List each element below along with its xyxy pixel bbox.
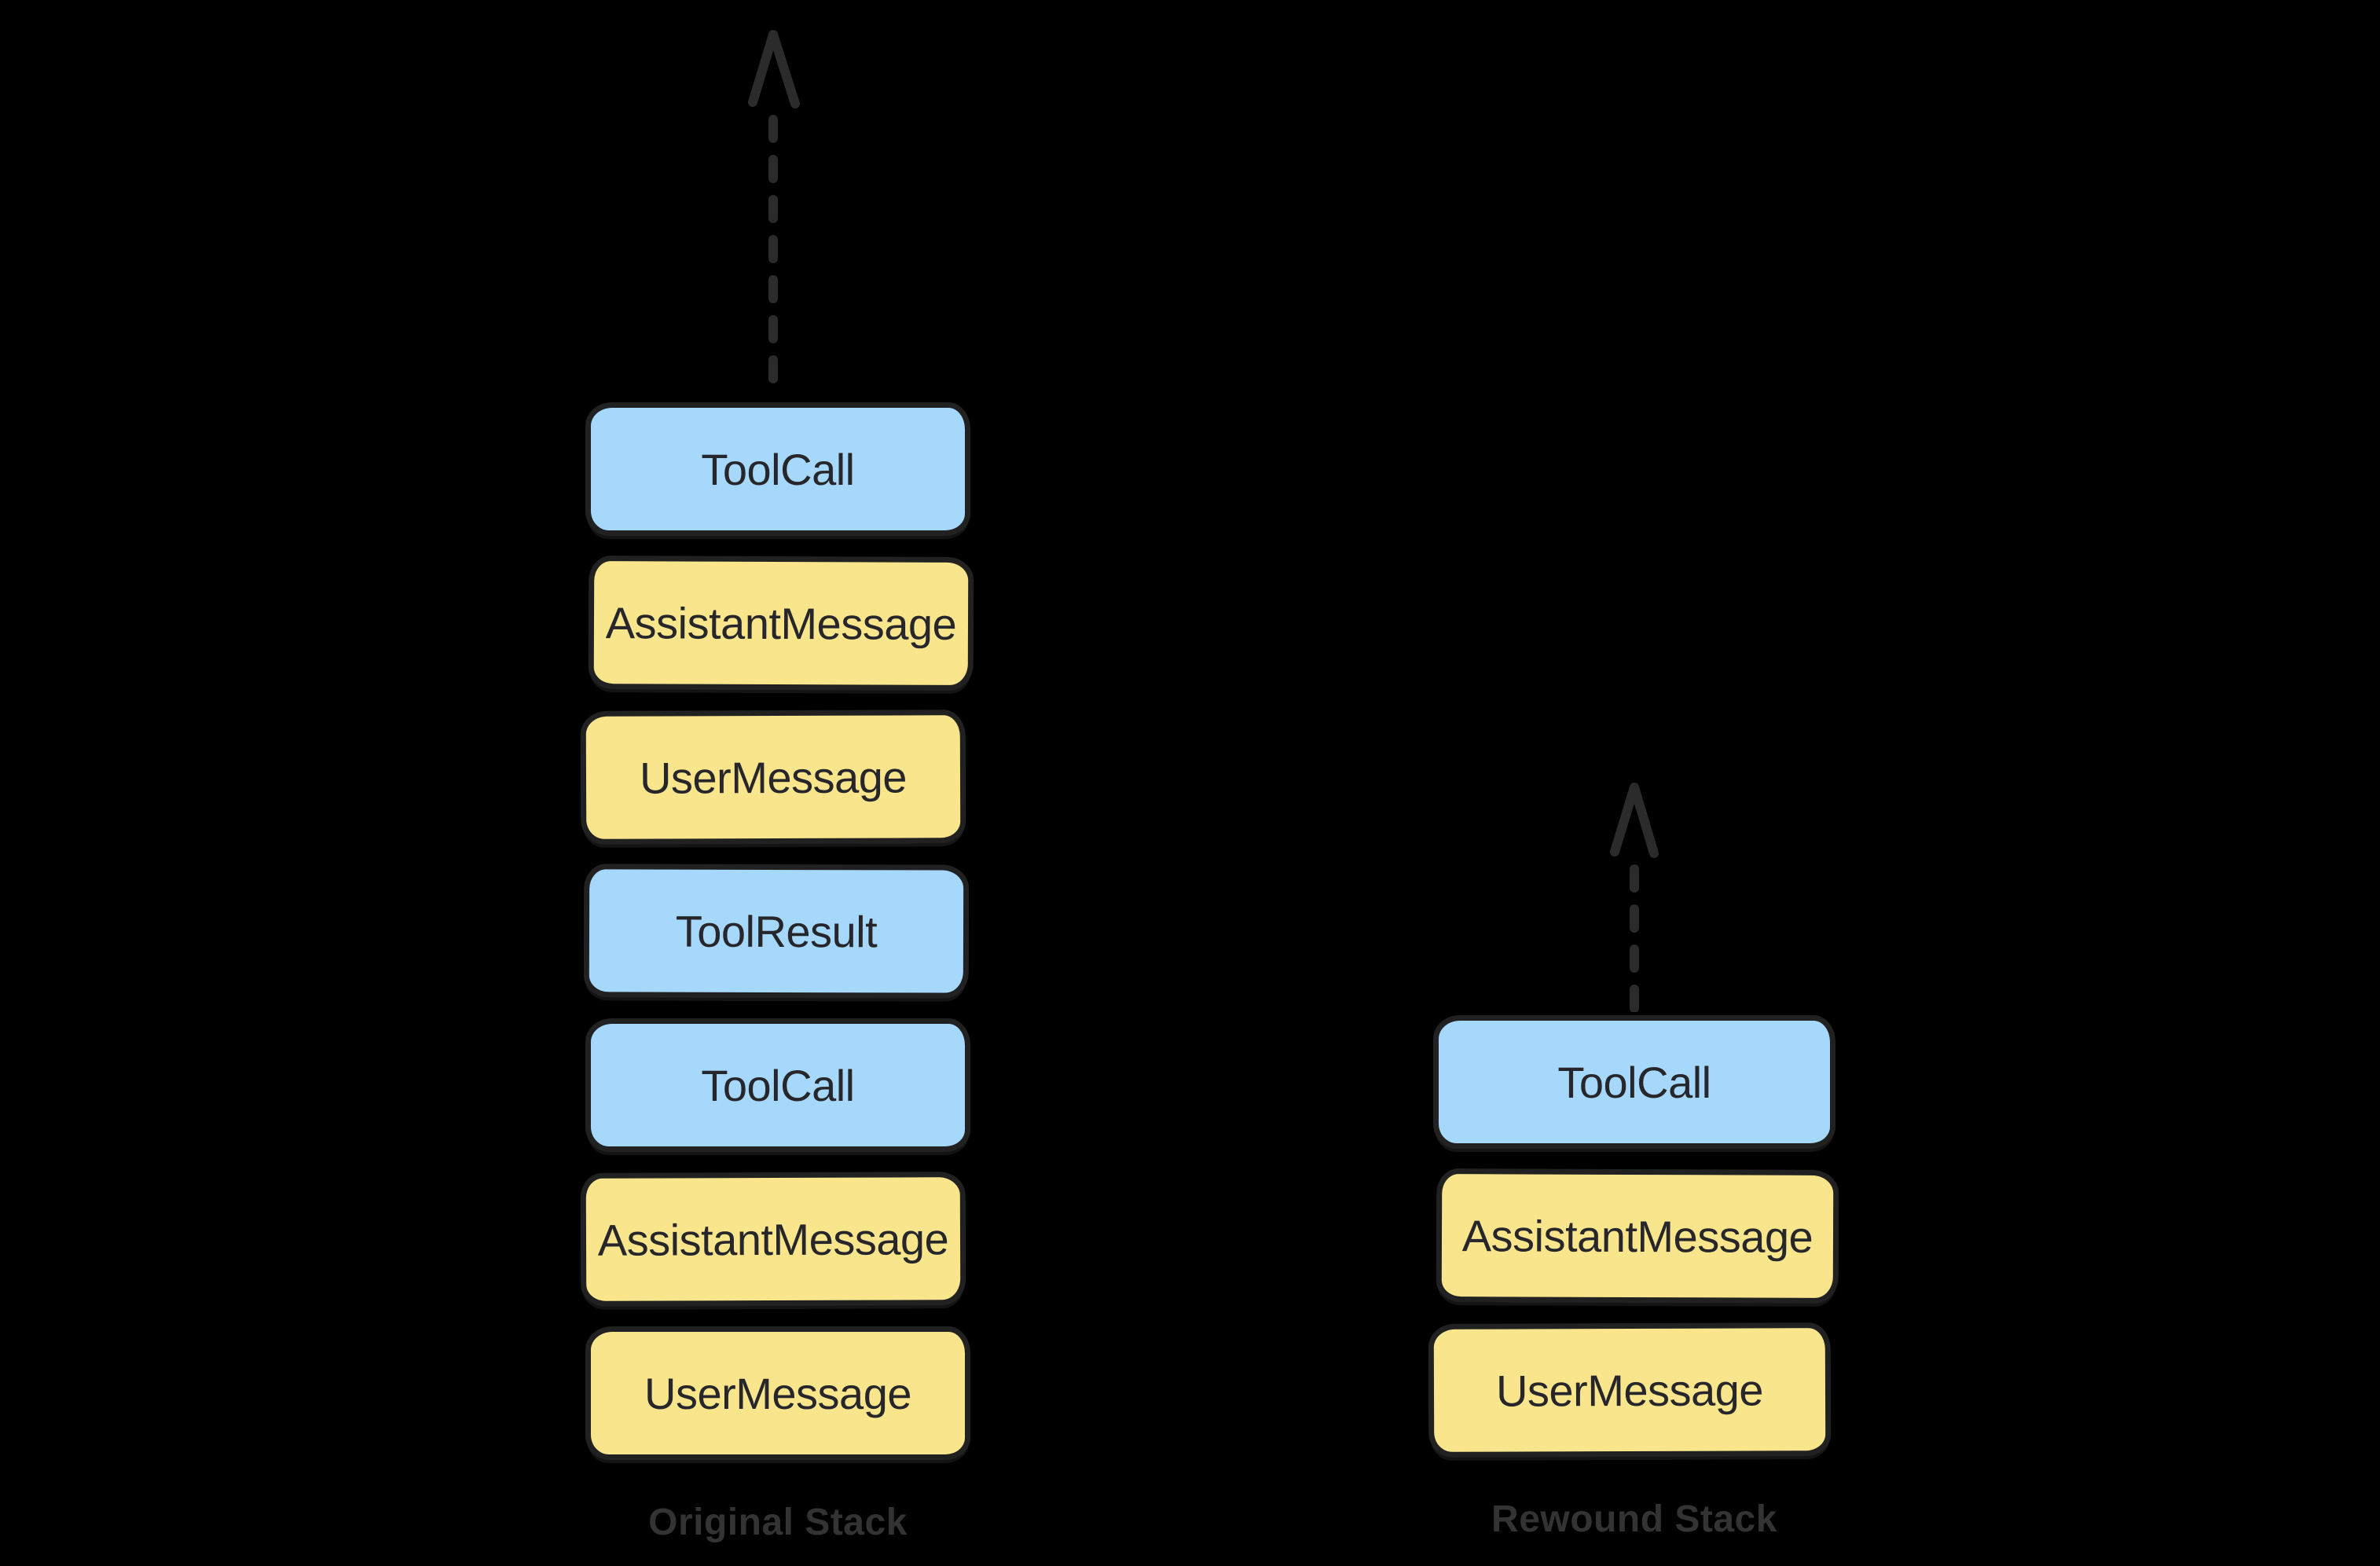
stack-box-label: ToolCall	[701, 444, 855, 494]
stack-box-label: AssistantMessage	[605, 597, 957, 649]
stack-box: AssistantMessage	[588, 556, 974, 691]
stack-box-label: ToolCall	[701, 1060, 855, 1110]
rewound-stack: ToolCall AssistantMessage UserMessage Re…	[1428, 1015, 1839, 1541]
dashed-up-arrow-icon	[723, 22, 825, 401]
original-stack: ToolCall AssistantMessage UserMessage To…	[580, 402, 974, 1544]
stack-box-label: UserMessage	[639, 751, 908, 803]
stack-box-label: UserMessage	[1495, 1364, 1764, 1416]
stack-box: ToolCall	[585, 1018, 970, 1152]
stack-box: ToolCall	[1433, 1015, 1835, 1149]
stack-box: AssistantMessage	[1436, 1168, 1839, 1304]
stack-box: AssistantMessage	[580, 1172, 966, 1307]
stack-box-label: AssistantMessage	[1461, 1210, 1813, 1262]
dashed-up-arrow-icon	[1583, 776, 1685, 1012]
stack-box: UserMessage	[1428, 1322, 1832, 1458]
stack-box-label: ToolCall	[1557, 1057, 1711, 1107]
stack-box: ToolResult	[583, 864, 970, 999]
stack-box-label: ToolResult	[675, 906, 878, 956]
stack-box: ToolCall	[585, 402, 970, 536]
stack-box: UserMessage	[580, 710, 966, 845]
stack-box-label: AssistantMessage	[597, 1213, 949, 1265]
stack-box-label: UserMessage	[644, 1368, 911, 1418]
stack-box: UserMessage	[585, 1326, 970, 1460]
stack-caption: Original Stack	[648, 1502, 908, 1543]
stack-caption: Rewound Stack	[1491, 1498, 1777, 1540]
